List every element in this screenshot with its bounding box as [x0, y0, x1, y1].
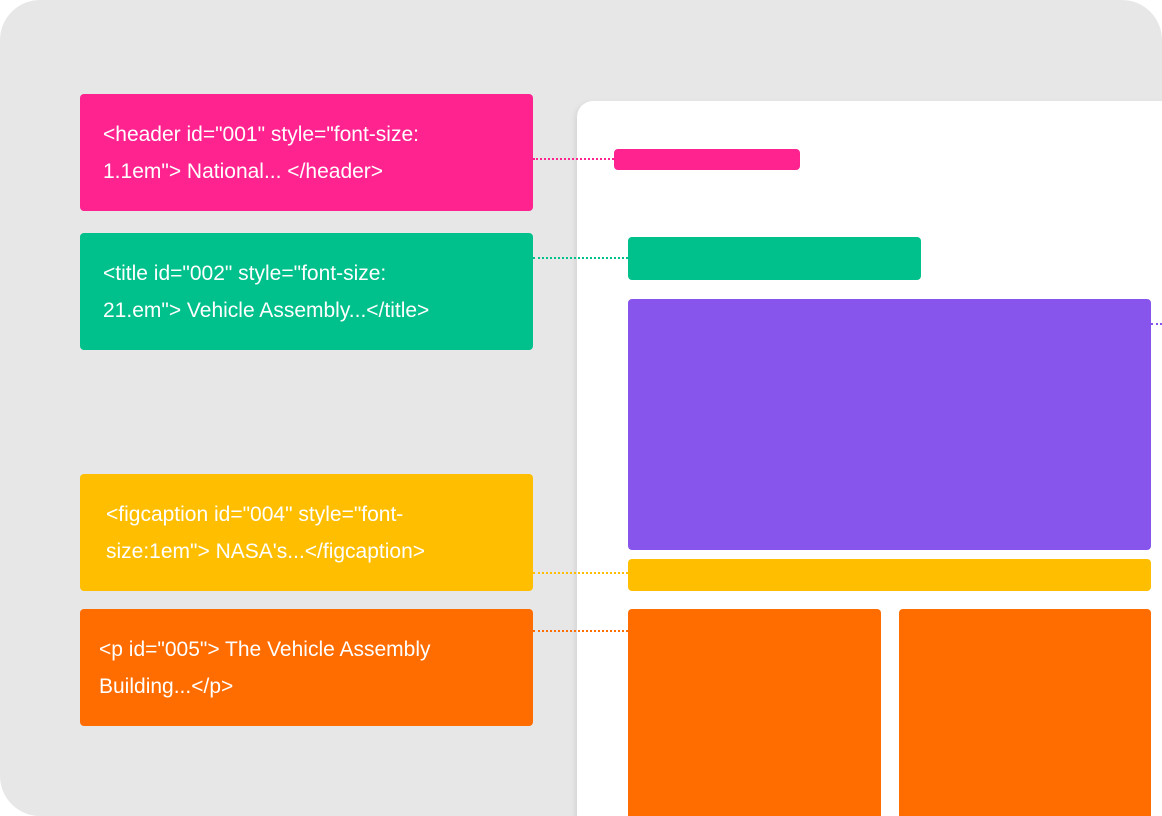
image-connector [1151, 323, 1162, 325]
header-element-label-text: <header id="001" style="font-size: 1.1em… [103, 122, 419, 183]
title-element-label: <title id="002" style="font-size: 21.em"… [80, 233, 533, 350]
title-connector [533, 257, 628, 259]
figcaption-connector [533, 572, 628, 574]
paragraph-block-right [899, 609, 1151, 816]
header-connector [533, 158, 614, 160]
paragraph-element-label: <p id="005"> The Vehicle Assembly Buildi… [80, 609, 533, 726]
title-block [628, 237, 921, 280]
image-block [628, 299, 1151, 550]
figcaption-element-label: <figcaption id="004" style="font- size:1… [80, 474, 533, 591]
figcaption-element-label-text: <figcaption id="004" style="font- size:1… [106, 502, 426, 563]
header-element-label: <header id="001" style="font-size: 1.1em… [80, 94, 533, 211]
figcaption-block [628, 559, 1151, 591]
paragraph-block-left [628, 609, 881, 816]
paragraph-element-label-text: <p id="005"> The Vehicle Assembly Buildi… [99, 637, 431, 698]
title-element-label-text: <title id="002" style="font-size: 21.em"… [103, 261, 430, 322]
paragraph-connector [533, 630, 628, 632]
header-block [614, 149, 800, 170]
